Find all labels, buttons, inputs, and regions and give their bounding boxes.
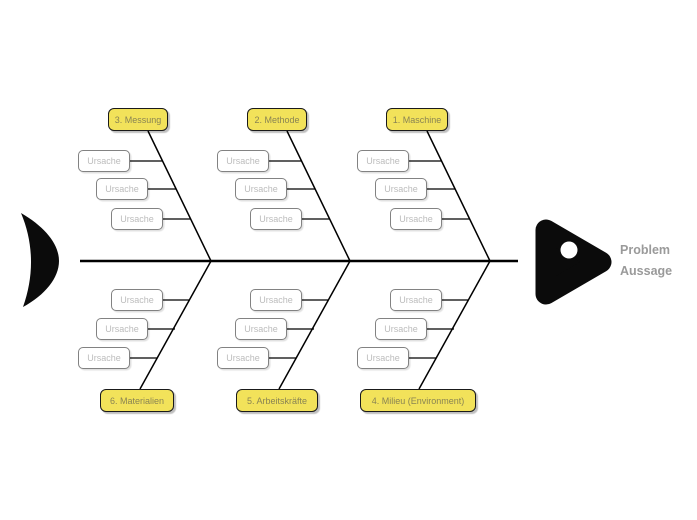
cause-box[interactable]: Ursache xyxy=(357,347,409,369)
cause-box[interactable]: Ursache xyxy=(96,318,148,340)
bone-top-messung xyxy=(147,130,212,262)
cause-box[interactable]: Ursache xyxy=(375,178,427,200)
cause-box[interactable]: Ursache xyxy=(217,150,269,172)
cause-box[interactable]: Ursache xyxy=(235,178,287,200)
problem-statement-line2: Aussage xyxy=(620,264,673,278)
cause-box[interactable]: Ursache xyxy=(390,208,442,230)
bone-top-maschine xyxy=(426,130,491,262)
cause-box[interactable]: Ursache xyxy=(78,150,130,172)
cause-box[interactable]: Ursache xyxy=(217,347,269,369)
cause-box[interactable]: Ursache xyxy=(250,289,302,311)
category-box-milieu[interactable]: 4. Milieu (Environment) xyxy=(360,389,476,412)
cause-box[interactable]: Ursache xyxy=(357,150,409,172)
category-box-messung[interactable]: 3. Messung xyxy=(108,108,168,131)
cause-box[interactable]: Ursache xyxy=(111,289,163,311)
bone-bottom-materialien xyxy=(139,260,212,390)
category-box-arbeitskraefte[interactable]: 5. Arbeitskräfte xyxy=(236,389,318,412)
category-box-maschine[interactable]: 1. Maschine xyxy=(386,108,448,131)
bone-top-methode xyxy=(286,130,351,262)
cause-box[interactable]: Ursache xyxy=(78,347,130,369)
bone-bottom-arbeitskraefte xyxy=(278,260,351,390)
cause-box[interactable]: Ursache xyxy=(96,178,148,200)
fish-head-shape xyxy=(535,219,612,305)
fish-tail-shape xyxy=(21,213,59,307)
cause-box[interactable]: Ursache xyxy=(111,208,163,230)
category-box-methode[interactable]: 2. Methode xyxy=(247,108,307,131)
problem-statement-line1: Problem xyxy=(620,243,671,257)
cause-box[interactable]: Ursache xyxy=(375,318,427,340)
problem-statement-label[interactable]: Problem Aussage xyxy=(620,240,672,282)
category-box-materialien[interactable]: 6. Materialien xyxy=(100,389,174,412)
cause-box[interactable]: Ursache xyxy=(235,318,287,340)
bone-bottom-milieu xyxy=(418,260,491,390)
fish-eye-icon xyxy=(560,241,578,259)
cause-box[interactable]: Ursache xyxy=(250,208,302,230)
cause-box[interactable]: Ursache xyxy=(390,289,442,311)
